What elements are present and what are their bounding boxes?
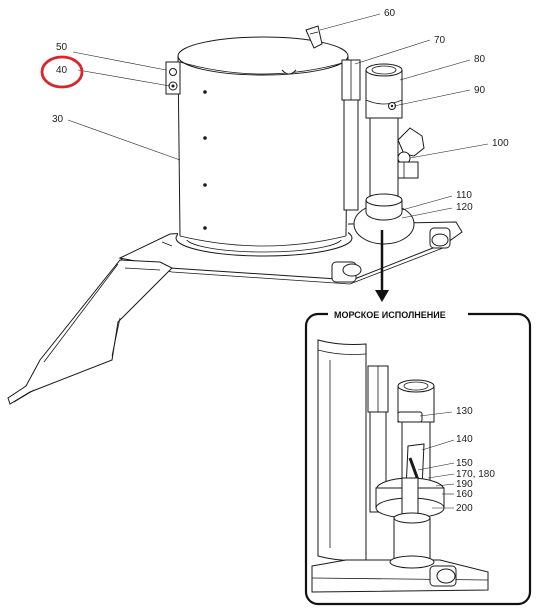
callout-170-180: 170, 180 [456, 469, 495, 480]
lower-socket [353, 193, 415, 245]
top-clip [305, 25, 323, 49]
callout-80: 80 [474, 54, 486, 65]
callout-90: 90 [474, 85, 486, 96]
marine-inset: МОРСКОЕ ИСПОЛНЕНИЕ [304, 307, 532, 606]
vertical-post [365, 63, 403, 209]
latch [397, 127, 425, 179]
callout-200: 200 [456, 503, 473, 514]
callout-190: 190 [456, 479, 473, 490]
callout-110: 110 [456, 190, 472, 201]
callout-50: 50 [56, 42, 68, 53]
callout-120: 120 [456, 202, 473, 213]
wheel-front [331, 261, 362, 283]
callout-30: 30 [52, 114, 64, 125]
callout-130: 130 [456, 406, 473, 417]
side-bracket [165, 61, 181, 95]
callout-70: 70 [434, 35, 446, 46]
callout-150: 150 [456, 458, 473, 469]
inset-title: МОРСКОЕ ИСПОЛНЕНИЕ [334, 310, 446, 320]
callout-100: 100 [492, 138, 509, 149]
callout-140: 140 [456, 434, 473, 445]
callout-60: 60 [384, 8, 396, 19]
callout-160: 160 [456, 489, 473, 500]
wheel-right [429, 227, 451, 249]
ramp-handle [7, 259, 173, 405]
callout-40: 40 [56, 65, 68, 76]
highlight-circle [40, 55, 84, 89]
clamp-hinge [341, 59, 361, 211]
callout-leaders [67, 13, 489, 219]
detail-arrow [375, 230, 389, 302]
main-cylinder [175, 36, 353, 257]
